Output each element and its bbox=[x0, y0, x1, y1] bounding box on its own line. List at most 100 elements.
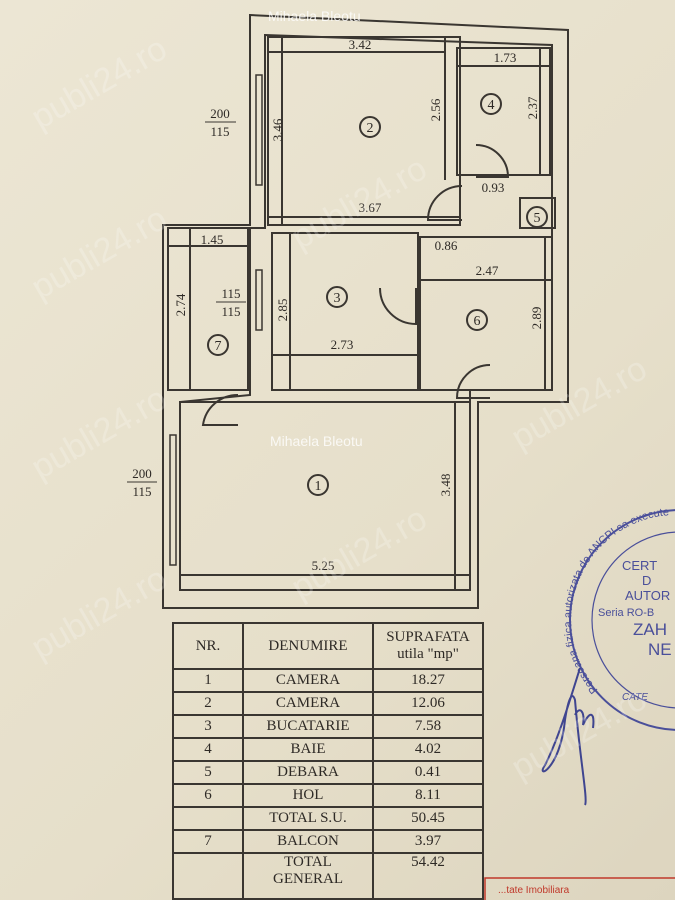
watermark: publi24.ro bbox=[285, 149, 433, 257]
stamp-text: CATE bbox=[622, 692, 648, 703]
author-watermark: Mihaela Bleotu bbox=[268, 8, 361, 24]
red-stamp-text: ...tate Imobiliara bbox=[498, 885, 570, 896]
cell-area: 8.11 bbox=[372, 783, 484, 808]
door-room-4 bbox=[475, 144, 510, 178]
window bbox=[169, 434, 177, 566]
dimension: 5.25 bbox=[312, 558, 335, 573]
red-stamp: ...tate Imobiliara bbox=[484, 877, 675, 900]
table-row-subtotal: TOTAL S.U.50.45 bbox=[172, 806, 484, 831]
wall-thickness-labels: 200 115 115 115 200 115 bbox=[127, 106, 246, 499]
cell-nr: 4 bbox=[172, 737, 244, 762]
cell-name: BUCATARIE bbox=[242, 714, 374, 739]
door-room-6 bbox=[455, 364, 491, 399]
room-number: 5 bbox=[534, 211, 541, 226]
total-line1: TOTAL bbox=[284, 854, 332, 870]
dimension: 2.73 bbox=[331, 337, 354, 352]
cell-area: 3.97 bbox=[372, 829, 484, 854]
cell-name: BAIE bbox=[242, 737, 374, 762]
watermark: publi24.ro bbox=[505, 349, 653, 457]
stamp-text: Seria RO-B bbox=[598, 607, 654, 619]
cell-name: DEBARA bbox=[242, 760, 374, 785]
room-1 bbox=[179, 401, 471, 591]
cell-area: 4.02 bbox=[372, 737, 484, 762]
cell-name: CAMERA bbox=[242, 691, 374, 716]
cell-area: 18.27 bbox=[372, 668, 484, 693]
cell-area: 50.45 bbox=[372, 806, 484, 831]
outer-wall bbox=[162, 13, 569, 609]
dimension: 3.67 bbox=[359, 200, 382, 215]
stamp-text: NE bbox=[648, 640, 672, 659]
door-room-3 bbox=[379, 287, 417, 326]
dimension: 0.86 bbox=[435, 238, 458, 253]
cell-nr bbox=[172, 806, 244, 831]
cell-nr: 6 bbox=[172, 783, 244, 808]
header-area-line1: SUPRAFATA bbox=[386, 629, 470, 645]
dimension: 1.45 bbox=[201, 232, 224, 247]
watermark: publi24.ro bbox=[505, 679, 653, 787]
cell-nr: 5 bbox=[172, 760, 244, 785]
window bbox=[255, 74, 263, 186]
dimension: 2.89 bbox=[529, 307, 544, 330]
room-6 bbox=[419, 236, 553, 391]
watermark: publi24.ro bbox=[25, 559, 173, 667]
dimension: 0.93 bbox=[482, 180, 505, 195]
dimension: 2.56 bbox=[428, 98, 443, 121]
cell-nr: 3 bbox=[172, 714, 244, 739]
cell-name: HOL bbox=[242, 783, 374, 808]
wall-label: 115 bbox=[210, 124, 229, 139]
stamp-text: D bbox=[642, 573, 651, 588]
room-number: 1 bbox=[315, 479, 322, 494]
window bbox=[255, 269, 263, 331]
stamp-text: AUTOR bbox=[625, 588, 670, 603]
signature bbox=[541, 667, 595, 806]
cell-nr: 7 bbox=[172, 829, 244, 854]
dimension: 3.42 bbox=[349, 37, 372, 52]
wall-label: 115 bbox=[132, 484, 151, 499]
author-watermark: Mihaela Bleotu bbox=[270, 433, 363, 449]
room-number: 4 bbox=[488, 98, 495, 113]
cell-name: CAMERA bbox=[242, 668, 374, 693]
room-markers: 2 4 5 3 6 7 1 bbox=[207, 93, 548, 496]
cell-area: 12.06 bbox=[372, 691, 484, 716]
header-area-line2: utila "mp" bbox=[397, 646, 459, 662]
wall-label: 115 bbox=[221, 286, 240, 301]
cell-nr bbox=[172, 852, 244, 900]
cell-area: 54.42 bbox=[372, 852, 484, 900]
dimension: 3.48 bbox=[438, 474, 453, 497]
header-nr: NR. bbox=[172, 622, 244, 670]
total-line2: GENERAL bbox=[273, 871, 343, 887]
dimension: 3.46 bbox=[270, 118, 285, 141]
cell-nr: 1 bbox=[172, 668, 244, 693]
room-number: 6 bbox=[474, 314, 481, 329]
stamp-text: ZAH bbox=[633, 620, 667, 639]
door-room-7 bbox=[201, 393, 239, 426]
cell-name: TOTAL S.U. bbox=[242, 806, 374, 831]
room-5 bbox=[519, 197, 556, 229]
room-7 bbox=[167, 227, 249, 391]
stamp-text: CERT bbox=[622, 558, 657, 573]
dimension: 2.37 bbox=[525, 96, 540, 119]
cell-area: 7.58 bbox=[372, 714, 484, 739]
cell-name: BALCON bbox=[242, 829, 374, 854]
watermark: publi24.ro bbox=[25, 199, 173, 307]
dimension-labels: 3.42 3.46 2.56 3.67 1.73 2.37 0.93 0.86 … bbox=[173, 37, 544, 573]
room-2 bbox=[267, 36, 461, 226]
wall-label: 115 bbox=[221, 304, 240, 319]
room-number: 7 bbox=[215, 339, 222, 354]
dimension: 2.74 bbox=[173, 293, 188, 316]
wall-label: 200 bbox=[210, 106, 230, 121]
watermark: publi24.ro bbox=[25, 29, 173, 137]
dimension: 1.73 bbox=[494, 50, 517, 65]
cell-nr: 2 bbox=[172, 691, 244, 716]
room-3 bbox=[271, 232, 419, 391]
